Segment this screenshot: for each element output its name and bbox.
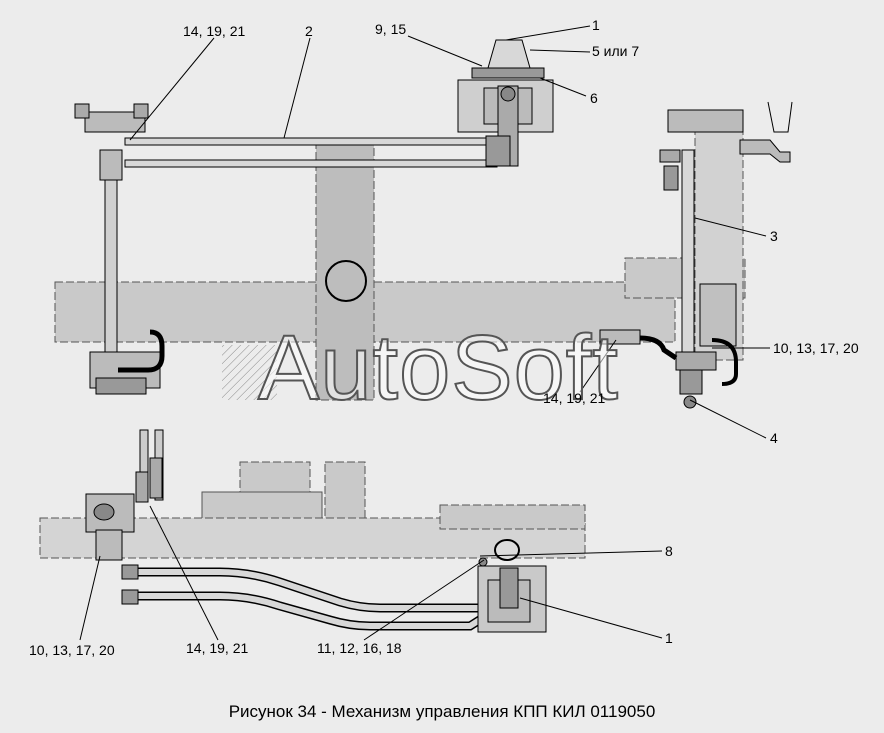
callout-2: 2: [305, 23, 313, 39]
callout-14-19-21-mid: 14, 19, 21: [543, 390, 606, 406]
callout-14-19-21-top: 14, 19, 21: [183, 23, 246, 39]
callout-11-12-16-18: 11, 12, 16, 18: [317, 640, 402, 656]
leader-lines: [79, 25, 770, 641]
callout-5-or-7: 5 или 7: [592, 43, 640, 59]
callout-14-19-21-bottom: 14, 19, 21: [186, 640, 249, 656]
callout-6: 6: [590, 90, 598, 106]
callout-10-13-17-20-bottom: 10, 13, 17, 20: [29, 642, 115, 658]
bottom-view: [39, 429, 586, 633]
side-view: [599, 101, 793, 409]
callout-9-15: 9, 15: [375, 21, 407, 37]
top-view: [54, 39, 676, 401]
callout-1-bottom: 1: [665, 630, 673, 646]
callout-1-top: 1: [592, 17, 600, 33]
callout-4: 4: [770, 430, 778, 446]
callout-3: 3: [770, 228, 778, 244]
callout-10-13-17-20-right: 10, 13, 17, 20: [773, 340, 859, 356]
figure-caption: Рисунок 34 - Механизм управления КПП КИЛ…: [228, 702, 656, 721]
callout-8: 8: [665, 543, 673, 559]
